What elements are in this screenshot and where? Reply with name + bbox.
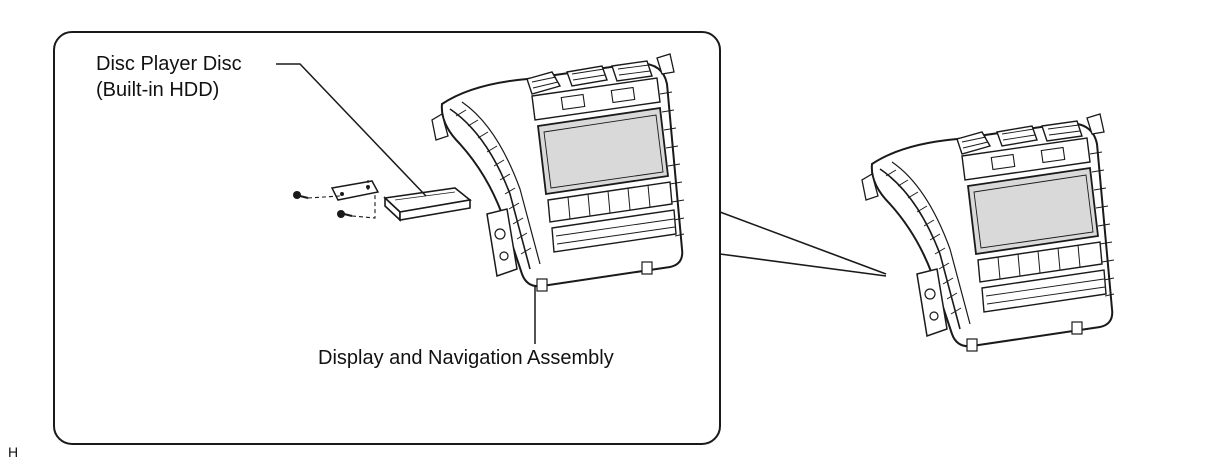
screw-group bbox=[293, 180, 376, 219]
label-display-navigation-assembly: Display and Navigation Assembly bbox=[318, 347, 614, 369]
callout-line-bottom bbox=[719, 253, 887, 277]
callout-line-top bbox=[719, 211, 887, 275]
display-navigation-assembly-detail bbox=[431, 53, 685, 292]
hdd-disc-player bbox=[383, 187, 472, 222]
detail-frame bbox=[53, 31, 721, 445]
label-disc-player-disc: Disc Player Disc bbox=[96, 53, 242, 75]
label-built-in-hdd: (Built-in HDD) bbox=[96, 79, 220, 101]
leader-line-disc-player bbox=[276, 63, 427, 197]
screw-icon bbox=[337, 210, 353, 218]
screw-icon bbox=[293, 191, 309, 199]
figure-code: H bbox=[8, 444, 19, 460]
hdd-bracket bbox=[330, 180, 380, 201]
display-navigation-assembly-overview bbox=[861, 113, 1115, 352]
